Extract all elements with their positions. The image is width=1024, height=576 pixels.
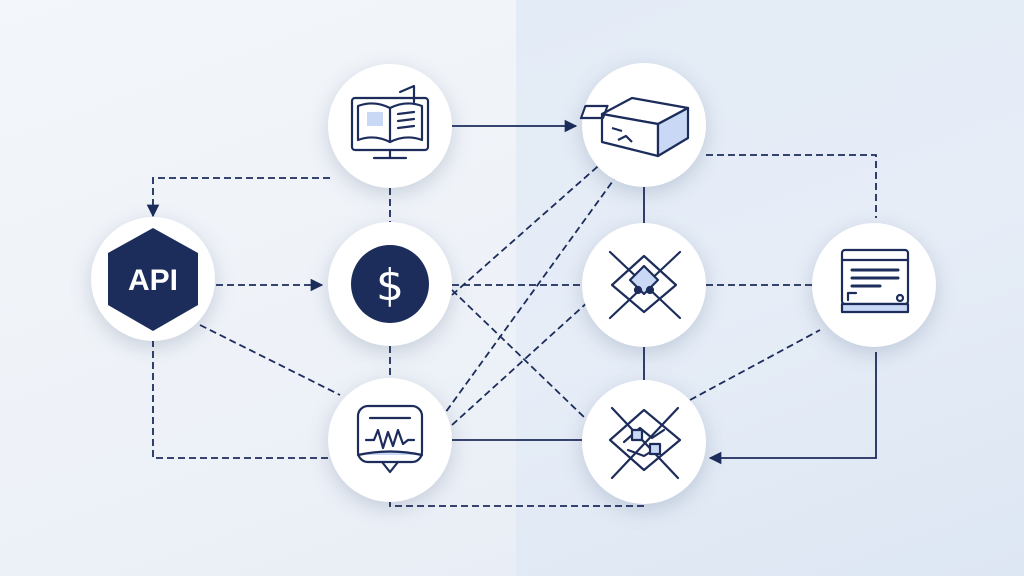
api-hexagon-icon: [108, 228, 198, 331]
product-box-icon: [579, 96, 690, 158]
circuit-map-node[interactable]: [582, 380, 706, 504]
api-label: API: [128, 264, 178, 297]
circuit-map-icon: [608, 406, 682, 480]
browser-window-node[interactable]: [812, 223, 936, 347]
open-book-monitor-icon: [350, 84, 430, 160]
connector-api-to-analytics: [152, 340, 330, 459]
dollar-label: $: [376, 260, 404, 311]
waveform-display-icon: [356, 404, 424, 474]
crossed-network-node[interactable]: [582, 223, 706, 347]
connector-browser-to-map: [708, 352, 877, 465]
connector-analytics-to-map-bottom: [389, 500, 645, 507]
connector-api-diagonal: [199, 324, 341, 396]
product-box-node[interactable]: [579, 63, 706, 187]
ebook-node[interactable]: [328, 64, 452, 188]
connector-payment-to-box: [451, 159, 606, 296]
connector-map-to-browser: [689, 329, 821, 401]
dollar-coin-icon: [351, 245, 429, 323]
analytics-node[interactable]: [328, 378, 452, 502]
connector-payment-to-map: [451, 289, 586, 419]
connector-analytics-to-network: [451, 299, 591, 426]
crossed-network-icon: [608, 250, 682, 320]
connector-box-to-browser: [706, 154, 877, 218]
browser-window-icon: [840, 248, 910, 314]
connectors: [146, 119, 877, 507]
connector-ebook-to-api: [146, 177, 330, 218]
connector-analytics-to-box: [439, 177, 616, 421]
api-node[interactable]: API: [91, 217, 215, 341]
payment-node[interactable]: $: [328, 222, 452, 346]
